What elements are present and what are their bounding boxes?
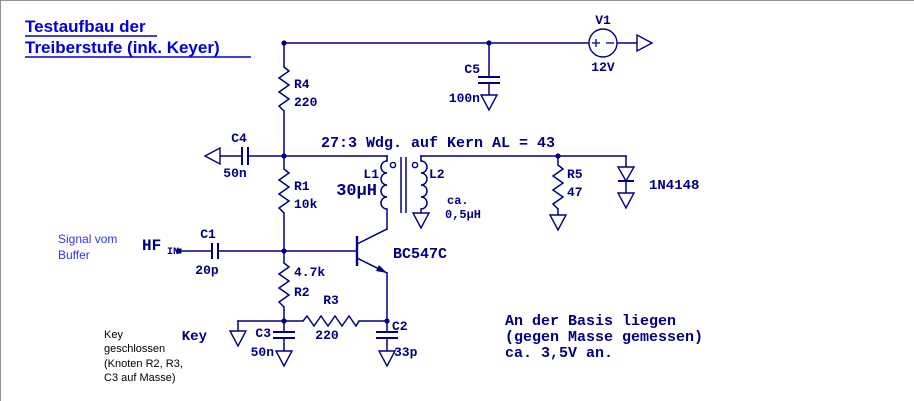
resistor-symbol: [302, 314, 360, 328]
v1-value-label: 12V: [591, 60, 615, 75]
ground-arrow-icon: [479, 94, 499, 112]
plus-icon: [592, 39, 600, 47]
resistor-symbol: [551, 164, 565, 210]
key-note-line-3: (Knoten R2, R3,: [104, 358, 183, 370]
v1-ref-label: V1: [595, 13, 611, 28]
key-arrow-icon: [228, 330, 248, 348]
capacitor-symbol: [241, 147, 249, 165]
r5-ref-label: R5: [567, 167, 583, 182]
c5-ref-label: C5: [464, 62, 480, 77]
phase-dot-l2-icon: [411, 161, 419, 169]
resistor-symbol: [277, 262, 291, 308]
resistor-r5: R5 47: [548, 164, 583, 232]
capacitor-c5: C5 100n: [449, 62, 500, 112]
l2-value-prefix-label: ca.: [447, 194, 469, 208]
capacitor-c1: C1 20p: [195, 227, 219, 278]
r5-value-label: 47: [567, 185, 583, 200]
l2-value-label: 0,5µH: [445, 208, 481, 222]
diode-d1: 1N4148: [616, 166, 699, 210]
page-title: Testaufbau der Treiberstufe (ink. Keyer): [25, 17, 251, 58]
capacitor-c4: C4 50n: [203, 131, 249, 181]
resistor-r2: 4.7k R2: [277, 262, 325, 308]
junction-dots: [176, 40, 561, 324]
r3-ref-label: R3: [323, 293, 339, 308]
basis-note: An der Basis liegen (gegen Masse gemesse…: [505, 313, 703, 362]
c3-value-label: 50n: [251, 345, 275, 360]
key-note: Key geschlossen (Knoten R2, R3, C3 auf M…: [104, 329, 183, 384]
capacitor-symbol: [273, 331, 295, 339]
supply-arrow-right-icon: [636, 33, 654, 53]
c2-value-label: 33p: [394, 345, 418, 360]
resistor-symbol: [277, 66, 291, 112]
wires: [180, 42, 638, 352]
ground-arrow-icon: [548, 214, 568, 232]
key-note-line-4: C3 auf Masse): [104, 372, 176, 384]
transistor-q1: BC547C: [355, 236, 447, 273]
capacitor-symbol: [376, 331, 398, 339]
page-title-line-1: Testaufbau der: [25, 17, 146, 36]
ground-arrow-icon: [274, 350, 294, 368]
c4-ref-label: C4: [231, 131, 247, 146]
hf-in-terminal: [176, 248, 182, 254]
r3-value-label: 220: [315, 328, 339, 343]
resistor-r3: R3 220: [302, 293, 360, 343]
capacitor-symbol: [478, 76, 500, 84]
capacitor-symbol: [211, 243, 219, 259]
winding-l2-symbol: [420, 160, 428, 210]
hf-sub-label: IN: [167, 247, 179, 258]
key-connector: Key: [182, 329, 248, 348]
signal-note-line-2: Buffer: [58, 248, 90, 262]
core-lines: [400, 157, 407, 213]
voltage-source-v1: V1 12V: [588, 13, 654, 75]
key-label: Key: [182, 329, 208, 345]
q1-ref-label: BC547C: [393, 246, 447, 263]
resistor-symbol: [277, 168, 291, 214]
l1-value-label: 30µH: [336, 182, 377, 201]
hf-label: HF: [142, 237, 161, 255]
capacitor-c2: C2 33p: [376, 319, 418, 368]
diode-symbol: [616, 166, 636, 183]
winding-l1-symbol: [380, 160, 388, 210]
r4-ref-label: R4: [294, 77, 310, 92]
r2-value-label: 4.7k: [294, 265, 325, 280]
capacitor-c3: C3 50n: [251, 326, 295, 368]
basis-note-line-1: An der Basis liegen: [505, 313, 676, 330]
ground-arrow-icon: [377, 350, 397, 368]
c5-value-label: 100n: [449, 91, 480, 106]
r1-ref-label: R1: [294, 179, 310, 194]
phase-dot-l1-icon: [389, 161, 397, 169]
source-circle-icon: [588, 28, 618, 58]
c2-ref-label: C2: [392, 319, 408, 334]
c4-value-label: 50n: [223, 166, 247, 181]
transformer-note: 27:3 Wdg. auf Kern AL = 43: [321, 135, 555, 152]
l2-ref-label: L2: [429, 167, 445, 182]
signal-note-line-1: Signal vom: [58, 232, 117, 246]
hf-input: HF IN Signal vom Buffer: [58, 232, 179, 262]
r1-value-label: 10k: [294, 197, 318, 212]
d1-ref-label: 1N4148: [649, 178, 699, 194]
transformer-l1-l2: 27:3 Wdg. auf Kern AL = 43 L1 30µH L2 ca…: [321, 135, 555, 230]
key-note-line-2: geschlossen: [104, 343, 165, 355]
r4-value-label: 220: [294, 95, 318, 110]
resistor-r4: R4 220: [277, 66, 318, 112]
c1-value-label: 20p: [195, 263, 219, 278]
l1-ref-label: L1: [363, 167, 379, 182]
ground-arrow-left-icon: [203, 146, 221, 166]
basis-note-line-3: ca. 3,5V an.: [505, 345, 613, 362]
emitter-arrow-icon: [376, 265, 387, 273]
c3-ref-label: C3: [255, 326, 271, 341]
r2-ref-label: R2: [294, 285, 310, 300]
page-title-line-2: Treiberstufe (ink. Keyer): [25, 38, 220, 57]
c1-ref-label: C1: [200, 227, 216, 242]
basis-note-line-2: (gegen Masse gemessen): [505, 329, 703, 346]
ground-arrow-icon: [616, 192, 636, 210]
key-note-line-1: Key: [104, 329, 123, 341]
resistor-r1: R1 10k: [277, 168, 318, 214]
ground-arrow-icon: [411, 212, 431, 230]
